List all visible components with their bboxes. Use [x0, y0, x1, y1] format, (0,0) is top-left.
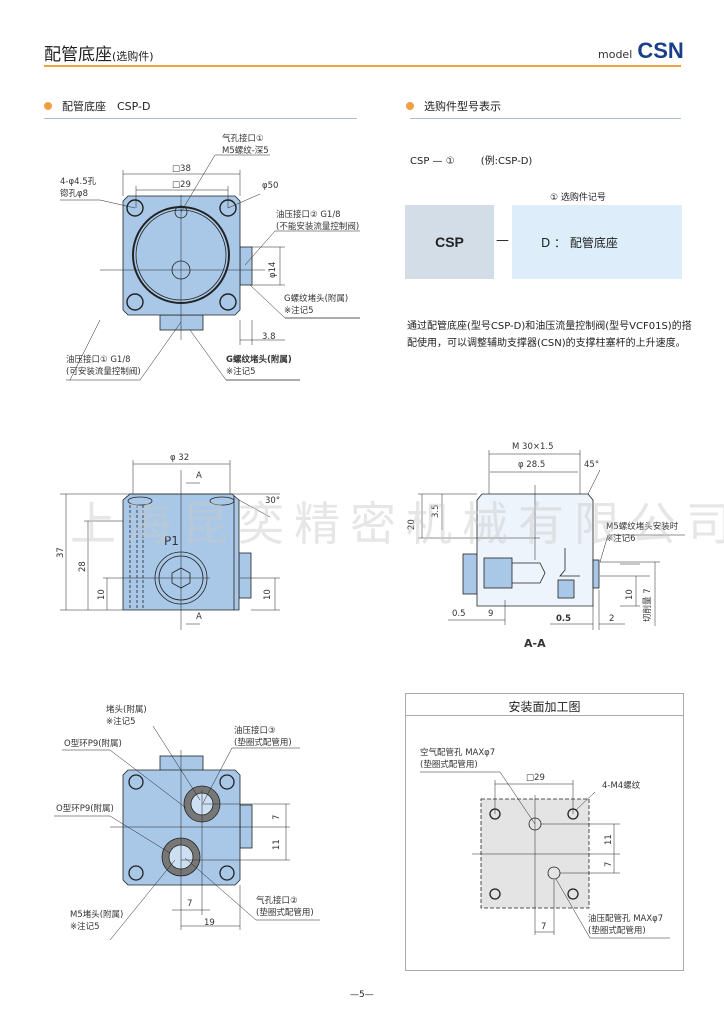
section-view-drawing	[418, 450, 685, 630]
dimension-label: 19	[204, 918, 215, 928]
label: (可安装流量控制阀)	[66, 367, 141, 377]
watermark: 上海昆奕精密机械有限公司	[70, 497, 724, 551]
dimension-label: □29	[526, 773, 545, 783]
bullet-icon	[44, 102, 52, 110]
option-code: D ： 配管底座	[541, 235, 618, 250]
label: ※注记5	[70, 922, 100, 932]
dimension-label: 37	[56, 547, 66, 558]
base-code-box: CSP	[405, 205, 494, 279]
section-divider	[44, 118, 357, 119]
label: O型环P9(附属)	[56, 804, 114, 814]
panel-divider	[406, 715, 683, 716]
dimension-label: 0.5	[556, 614, 572, 624]
dimension-label: 7	[541, 922, 547, 932]
title-suffix: (选购件)	[112, 50, 154, 63]
label: ※注记5	[226, 367, 256, 377]
page-title: 配管底座(选购件)	[44, 40, 154, 65]
label: (不能安装流量控制阀)	[276, 222, 360, 232]
label: M5堵头(附属)	[70, 910, 124, 920]
formula-example: (例:CSP-D)	[480, 156, 533, 167]
code-dash: —	[496, 233, 509, 248]
dimension-label: □29	[172, 180, 191, 190]
left-section-heading: 配管底座 CSP-D	[44, 98, 151, 114]
label: 油压接口② G1/8	[276, 210, 341, 220]
label: 锪孔φ8	[60, 189, 89, 199]
dimension-label: 7	[187, 899, 193, 909]
section-title: A-A	[524, 637, 546, 650]
label: 油压接口③	[234, 726, 276, 736]
bullet-icon	[406, 102, 414, 110]
description-text: 通过配管底座(型号CSP-D)和油压流量控制阀(型号VCF01S)的搭配使用，可…	[407, 321, 692, 349]
section-divider	[410, 118, 681, 119]
dimension-label: φ14	[268, 261, 278, 278]
label: ※注记5	[284, 306, 314, 316]
label: 4-M4螺纹	[602, 781, 641, 791]
dimension-label: 10	[263, 589, 273, 600]
port-label: P1	[164, 534, 179, 548]
label: (垫圈式配管用)	[234, 738, 292, 748]
label: 空气配管孔 MAXφ7	[420, 748, 496, 758]
mounting-panel: 安装面加工图	[405, 693, 684, 971]
page-number: —5—	[350, 990, 374, 1000]
dimension-label: φ 32	[170, 453, 190, 463]
label: M5螺纹堵头安装时	[606, 522, 679, 532]
label: G螺纹堵头(附属)	[284, 294, 349, 304]
dimension-label: 切削量 7	[643, 588, 653, 622]
mounting-title: 安装面加工图	[508, 700, 581, 714]
formula: CSP — ①	[410, 156, 455, 167]
dimension-label: φ50	[262, 181, 279, 191]
label: ※注记5	[106, 717, 136, 727]
dimension-label: 10	[625, 589, 635, 600]
label: (垫圈式配管用)	[420, 760, 478, 770]
dimension-label: 7	[272, 814, 282, 820]
angle-label: 30°	[265, 496, 281, 506]
label: (垫圈式配管用)	[588, 926, 646, 936]
label: 4-φ4.5孔	[60, 177, 97, 187]
base-code: CSP	[435, 234, 464, 250]
model-formula: CSP — ① (例:CSP-D)	[410, 152, 532, 167]
dimension-label: 11	[604, 834, 614, 845]
section-mark: A	[196, 612, 202, 622]
top-view-drawing	[60, 154, 360, 381]
label: ※注记6	[606, 534, 636, 544]
dimension-label: □38	[172, 164, 191, 174]
model-prefix: model	[598, 48, 633, 61]
section-title: 配管底座 CSP-D	[62, 100, 151, 113]
dimension-label: 3.8	[262, 332, 276, 342]
front-view-drawing	[60, 460, 280, 630]
mounting-drawing	[420, 771, 670, 939]
header-divider	[44, 65, 681, 67]
option-code-box: D ： 配管底座	[512, 205, 682, 279]
label: M5螺纹-深5	[222, 146, 269, 156]
dimension-label: 11	[272, 839, 282, 850]
dimension-label: 7	[604, 861, 614, 867]
dimension-label: 28	[78, 561, 88, 572]
dimension-label: 0.5	[452, 609, 466, 619]
section-title: 选购件型号表示	[424, 100, 501, 113]
dimension-label: 2	[609, 614, 615, 624]
label: 油压配管孔 MAXφ7	[588, 914, 664, 924]
model-name: CSN	[637, 38, 684, 63]
dimension-label: 10	[97, 589, 107, 600]
label: O型环P9(附属)	[64, 739, 122, 749]
dimension-label: 9	[488, 609, 494, 619]
label: 气孔接口②	[256, 896, 298, 906]
title-text: 配管底座	[44, 45, 112, 65]
dimension-label: φ 28.5	[518, 460, 546, 470]
label: 气孔接口①	[222, 134, 264, 144]
bottom-view-drawing	[54, 725, 320, 941]
right-section-heading: 选购件型号表示	[406, 98, 501, 114]
section-mark: A	[196, 471, 202, 481]
option-caption: ① 选购件记号	[550, 193, 606, 203]
label: G螺纹堵头(附属)	[226, 355, 292, 365]
label: 油压接口① G1/8	[66, 355, 131, 365]
angle-label: 45°	[584, 460, 600, 470]
label: 堵头(附属)	[106, 705, 147, 715]
dimension-label: M 30×1.5	[512, 442, 554, 452]
model-logo: model CSN	[598, 38, 684, 64]
label: (垫圈式配管用)	[256, 908, 314, 918]
